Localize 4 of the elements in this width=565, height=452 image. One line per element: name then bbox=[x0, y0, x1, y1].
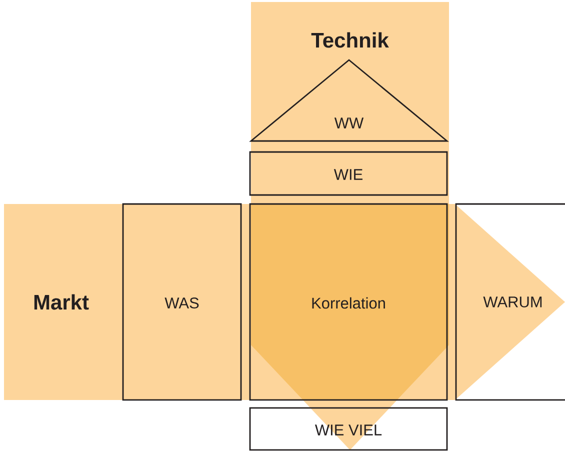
text-box: WARUM bbox=[455, 203, 565, 401]
text-box: WAS bbox=[122, 203, 242, 401]
text-box: WIE bbox=[249, 151, 448, 196]
text-box: Korrelation bbox=[249, 203, 448, 401]
